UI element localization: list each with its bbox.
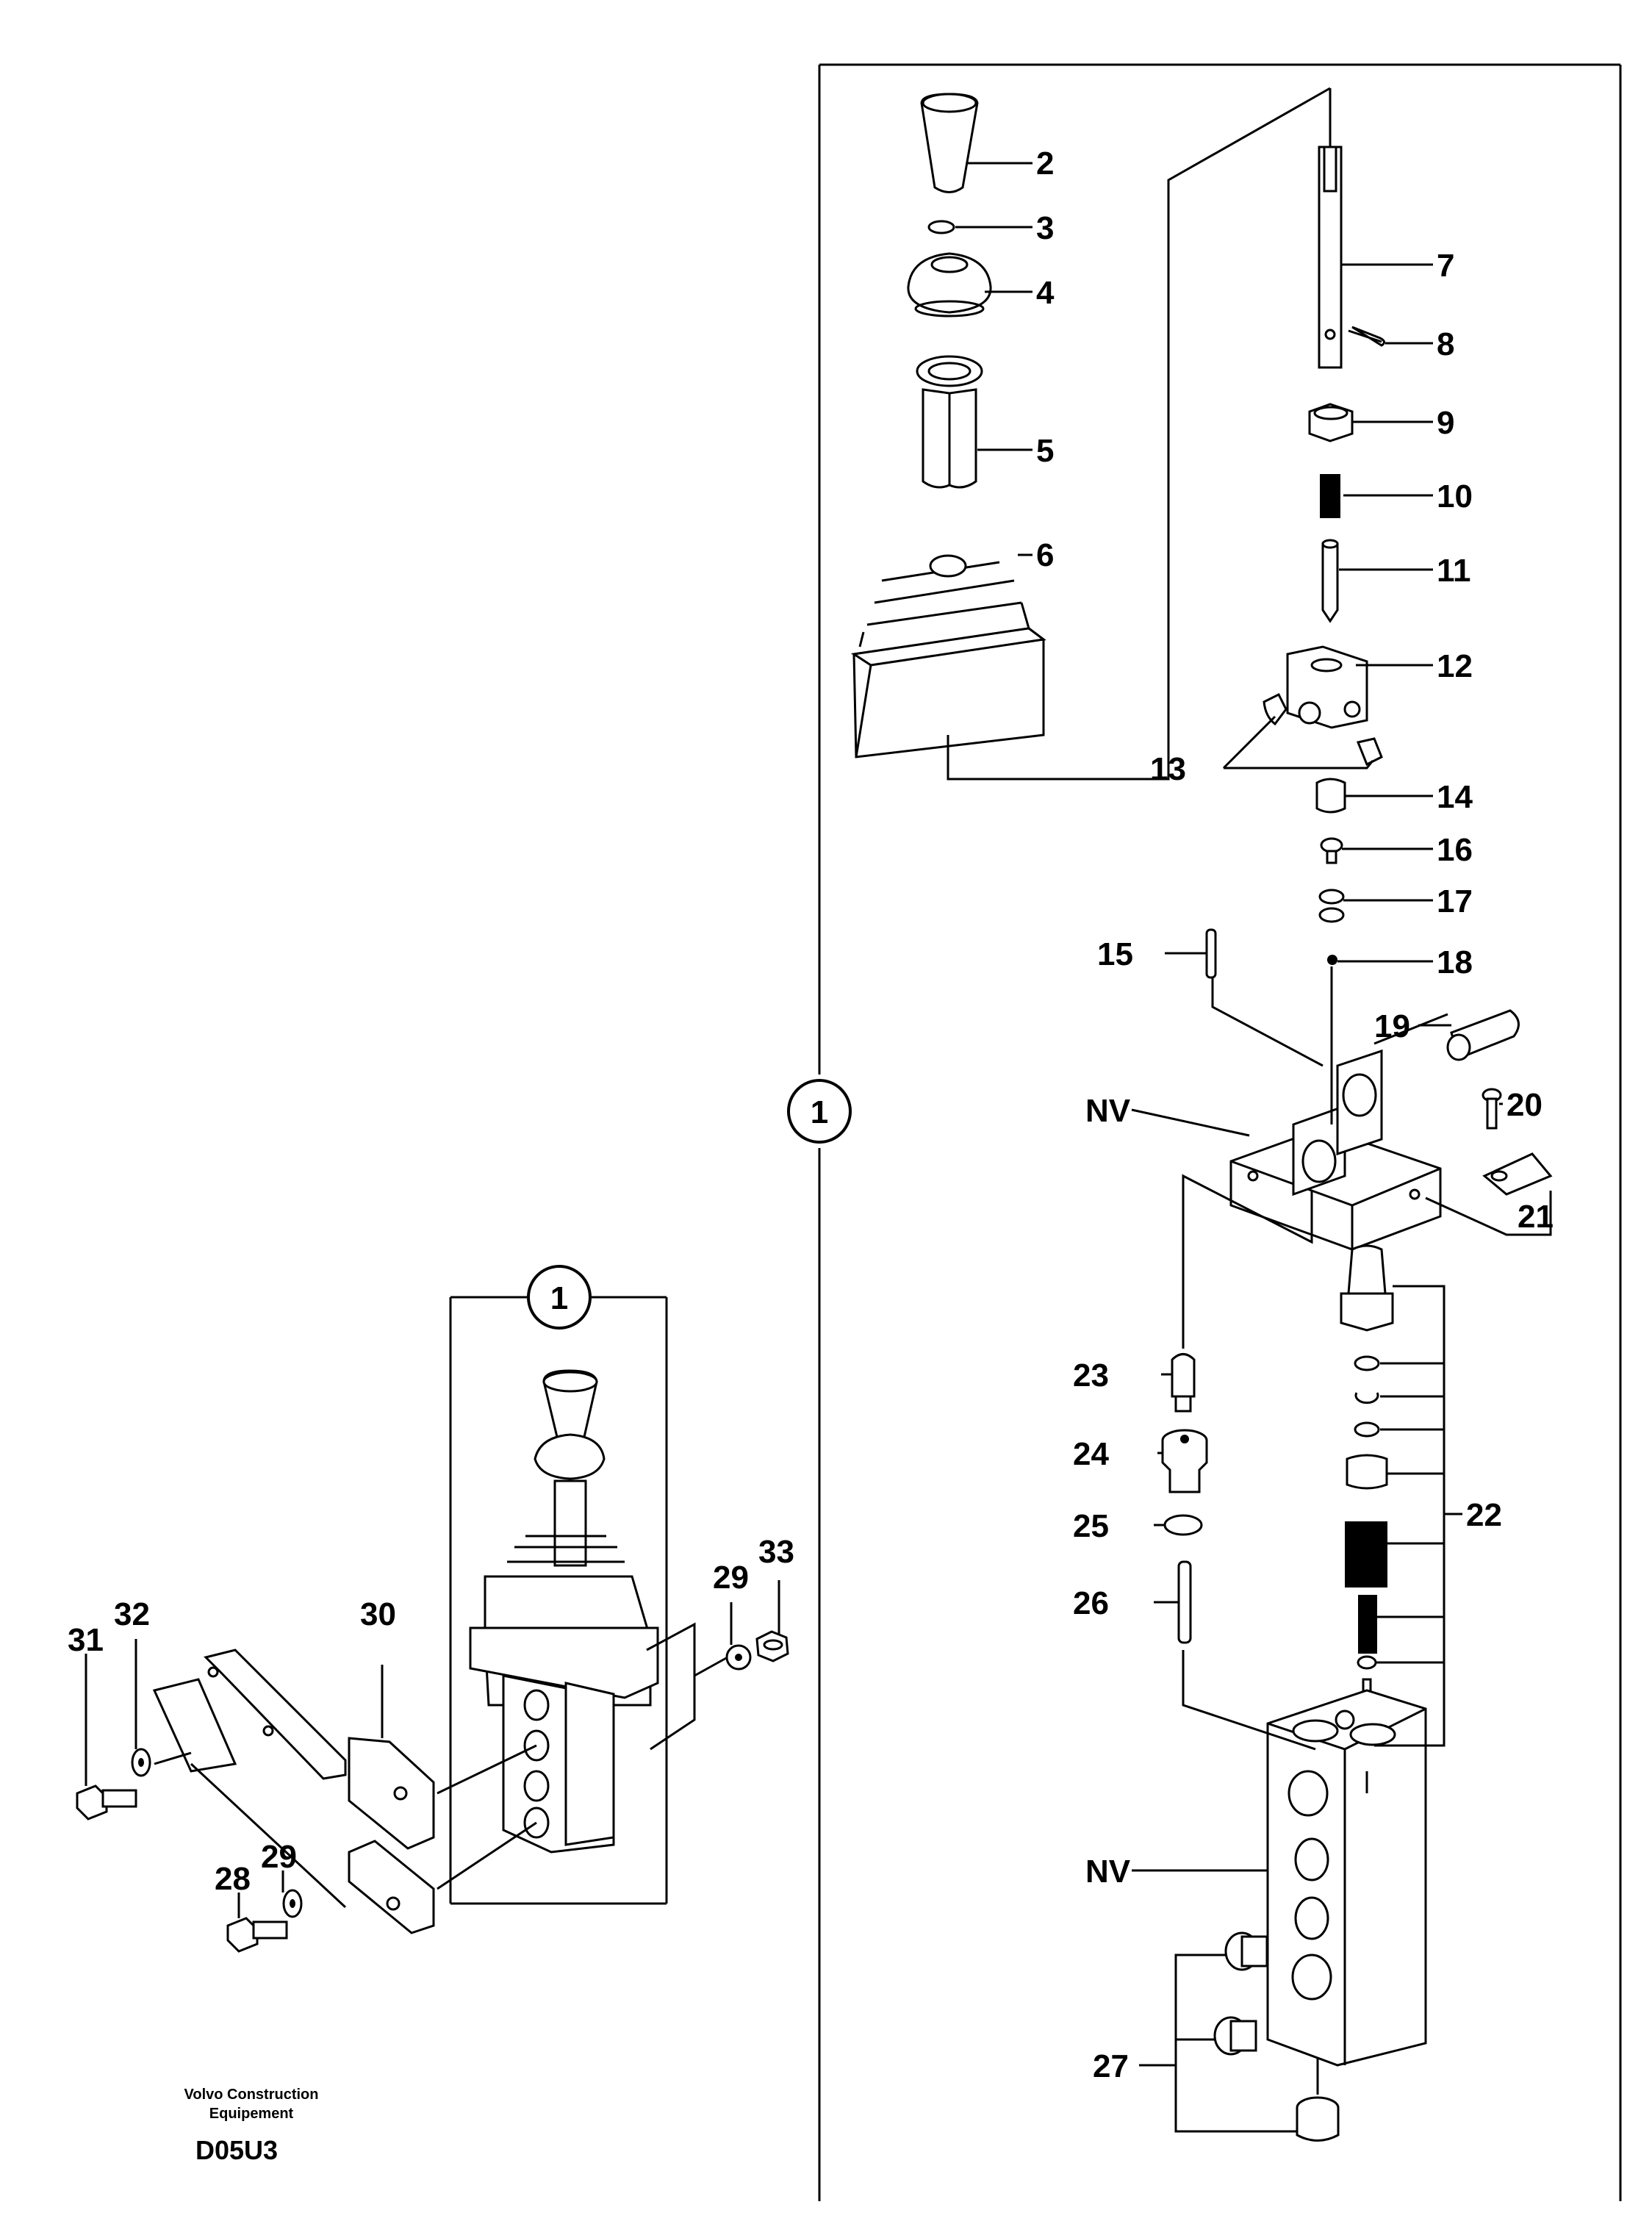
part-lever-shaft <box>1318 146 1343 369</box>
part-valve-body-nv <box>1266 1689 1427 2067</box>
part-pin-23 <box>1171 1353 1196 1413</box>
label-4: 4 <box>1036 275 1055 311</box>
part-oring-small <box>927 220 955 234</box>
part-fitting-13 <box>1263 692 1383 767</box>
label-20: 20 <box>1506 1087 1543 1123</box>
label-14: 14 <box>1437 779 1473 815</box>
part-oring-25 <box>1163 1514 1203 1536</box>
nut-33 <box>755 1630 789 1662</box>
label-24: 24 <box>1073 1436 1109 1472</box>
washer-29-left <box>282 1889 303 1918</box>
label-6: 6 <box>1036 537 1054 573</box>
label-8: 8 <box>1437 326 1454 362</box>
label-22: 22 <box>1466 1497 1502 1533</box>
assembly-lines <box>947 87 1552 2095</box>
part-sleeve <box>916 355 983 489</box>
part-labels: 2 3 4 5 6 7 8 9 10 11 12 13 14 15 16 17 … <box>68 146 1554 2084</box>
bolt-31 <box>76 1784 137 1820</box>
svg-text:1: 1 <box>811 1094 828 1130</box>
label-23: 23 <box>1073 1357 1109 1393</box>
label-7: 7 <box>1437 248 1454 284</box>
label-16: 16 <box>1437 832 1473 868</box>
part-cap-14 <box>1315 778 1346 814</box>
svg-text:1: 1 <box>550 1280 568 1316</box>
part-knob <box>920 93 979 193</box>
label-25: 25 <box>1073 1508 1109 1544</box>
label-15: 15 <box>1097 936 1133 972</box>
bolt-28 <box>226 1917 288 1953</box>
leader-lines-right <box>955 162 1503 2133</box>
label-33: 33 <box>758 1534 794 1570</box>
label-2: 2 <box>1036 146 1054 182</box>
part-boot-cap <box>907 252 992 318</box>
label-12: 12 <box>1437 648 1473 684</box>
part-screw-20 <box>1482 1088 1502 1130</box>
exploded-view-frame <box>818 63 1622 2201</box>
label-17: 17 <box>1437 883 1473 919</box>
part-bellows <box>850 554 1046 758</box>
part-washers-17 <box>1318 889 1345 923</box>
label-11: 11 <box>1437 553 1471 589</box>
company-name-line1: Volvo Construction <box>184 2087 319 2103</box>
assembly-control-lever <box>469 1369 659 1854</box>
company-name-line2: Equipement <box>209 2106 294 2122</box>
bracket-30 <box>152 1649 435 1934</box>
part-valve-stack-22 <box>1340 1244 1394 1768</box>
assembly-frame <box>449 1296 668 1905</box>
part-pin-8 <box>1348 326 1385 347</box>
label-30: 30 <box>360 1596 396 1632</box>
label-29-right: 29 <box>713 1560 749 1596</box>
washer-29-right <box>725 1644 752 1671</box>
drawing-code: D05U3 <box>195 2135 278 2165</box>
label-31: 31 <box>68 1622 104 1658</box>
washer-32 <box>131 1748 151 1777</box>
label-19: 19 <box>1374 1008 1410 1044</box>
label-32: 32 <box>114 1596 150 1632</box>
part-pin-11 <box>1321 539 1339 623</box>
label-29-left: 29 <box>261 1839 297 1875</box>
label-nv-top: NV <box>1085 1093 1131 1129</box>
label-9: 9 <box>1437 405 1454 441</box>
part-roller-19 <box>1446 1009 1520 1061</box>
label-3: 3 <box>1036 210 1054 246</box>
label-21: 21 <box>1518 1199 1554 1235</box>
part-plugs-27 <box>1213 1931 1340 2142</box>
part-pin-15 <box>1205 928 1217 979</box>
part-clip-21 <box>1482 1152 1553 1196</box>
footer-block: Volvo Construction Equipement D05U3 <box>184 2087 319 2165</box>
label-28: 28 <box>215 1861 251 1897</box>
assembly-leader-lines <box>85 1580 780 1918</box>
main-callout: 1 <box>787 1079 852 1144</box>
part-ball-18 <box>1327 955 1337 965</box>
part-plug-24 <box>1161 1429 1208 1493</box>
label-5: 5 <box>1036 433 1054 469</box>
label-13: 13 <box>1150 751 1186 787</box>
part-block-12 <box>1286 645 1368 729</box>
part-spring-10 <box>1320 474 1340 518</box>
assembly-callout: 1 <box>527 1265 592 1330</box>
part-nut-9 <box>1308 403 1354 442</box>
label-10: 10 <box>1437 478 1473 514</box>
label-nv-bottom: NV <box>1085 1854 1131 1890</box>
label-26: 26 <box>1073 1585 1109 1621</box>
label-18: 18 <box>1437 944 1473 980</box>
label-27: 27 <box>1093 2048 1129 2084</box>
part-plug-16 <box>1320 837 1343 864</box>
part-plate-nv <box>1229 1049 1442 1251</box>
part-rod-26 <box>1177 1560 1192 1644</box>
